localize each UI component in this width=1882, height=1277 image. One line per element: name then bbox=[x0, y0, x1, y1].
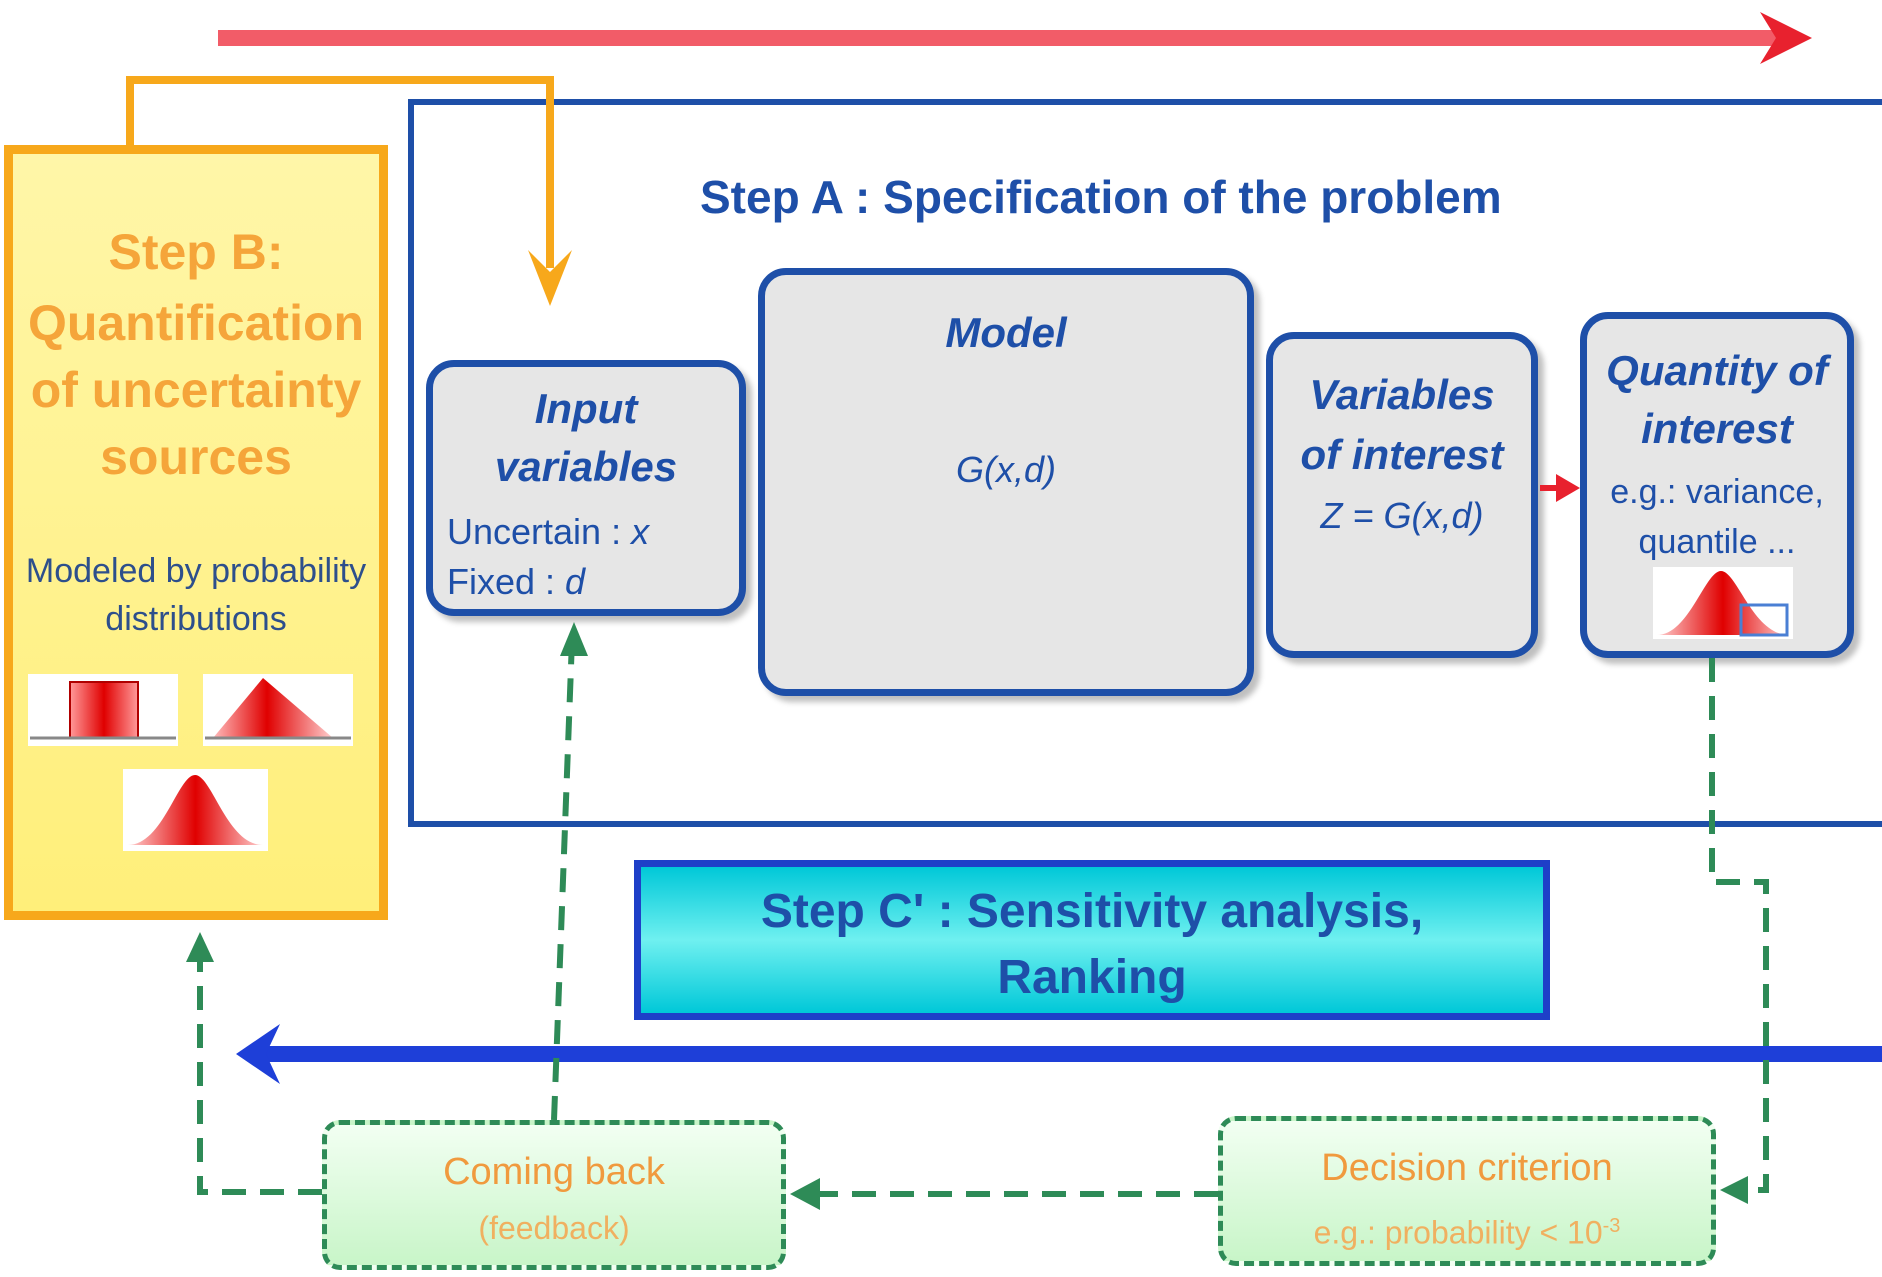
variables-of-interest-formula: Z = G(x,d) bbox=[1320, 495, 1484, 536]
step-b-panel: Step B: Quantification of uncertainty so… bbox=[4, 145, 388, 920]
variables-to-quantity-arrow bbox=[1540, 474, 1580, 502]
fixed-variable-row: Fixed : d bbox=[447, 557, 585, 607]
step-c-title-line-1: Step C' : Sensitivity analysis, bbox=[760, 885, 1424, 938]
backward-flow-arrow bbox=[236, 1024, 1882, 1084]
step-b-title-line-1: Step B: bbox=[108, 224, 284, 280]
uncertain-label: Uncertain : bbox=[447, 511, 632, 552]
coming-back-subtitle: (feedback) bbox=[478, 1210, 630, 1246]
input-variables-title-line-2: variables bbox=[494, 443, 678, 490]
quantity-of-interest-title-line-2: interest bbox=[1641, 405, 1793, 452]
variables-of-interest-title-line-1: Variables bbox=[1309, 371, 1495, 418]
fixed-variable: d bbox=[565, 561, 586, 602]
fixed-label: Fixed : bbox=[447, 561, 566, 602]
step-b-title-line-2: Quantification bbox=[27, 295, 365, 351]
triangular-distribution-icon bbox=[203, 674, 353, 746]
decision-criterion-box: Decision criterion e.g.: probability < 1… bbox=[1218, 1116, 1716, 1266]
model-formula: G(x,d) bbox=[955, 449, 1056, 490]
step-b-title-line-4: sources bbox=[100, 429, 292, 485]
decision-criterion-subtitle: e.g.: probability < 10-3 bbox=[1223, 1203, 1711, 1256]
step-a-title: Step A : Specification of the problem bbox=[700, 171, 1502, 223]
quantity-of-interest-text-line-2: quantile ... bbox=[1638, 523, 1796, 561]
uniform-distribution-icon bbox=[28, 674, 178, 746]
step-b-subtitle-line-1: Modeled by probability bbox=[25, 552, 367, 590]
step-b-subtitle-line-2: distributions bbox=[105, 600, 287, 638]
uncertain-variable-row: Uncertain : x bbox=[447, 507, 649, 557]
decision-criterion-title: Decision criterion bbox=[1321, 1147, 1613, 1189]
variables-of-interest-box: Variables of interest Z = G(x,d) bbox=[1266, 332, 1538, 658]
output-distribution-icon bbox=[1653, 567, 1793, 639]
normal-distribution-icon bbox=[123, 769, 268, 851]
coming-back-box: Coming back (feedback) bbox=[322, 1120, 786, 1270]
feedback-paths bbox=[197, 639, 1769, 1197]
decision-criterion-text: e.g.: probability < 10 bbox=[1313, 1214, 1603, 1251]
feedback-arrowheads bbox=[186, 622, 1748, 1210]
variables-of-interest-title-line-2: of interest bbox=[1300, 431, 1504, 478]
step-c-title-line-2: Ranking bbox=[997, 951, 1187, 1004]
decision-criterion-exponent: -3 bbox=[1602, 1215, 1621, 1237]
quantity-of-interest-text-line-1: e.g.: variance, bbox=[1610, 473, 1824, 511]
quantity-of-interest-box: Quantity of interest e.g.: variance, qua… bbox=[1580, 312, 1854, 658]
input-variables-box: Input variables Uncertain : x Fixed : d bbox=[426, 360, 746, 616]
quantity-of-interest-title-line-1: Quantity of bbox=[1606, 347, 1828, 394]
model-box: Model G(x,d) bbox=[758, 268, 1254, 696]
model-title: Model bbox=[945, 309, 1067, 356]
uncertain-variable: x bbox=[631, 511, 650, 552]
coming-back-title: Coming back bbox=[443, 1151, 665, 1193]
step-b-title-line-3: of uncertainty bbox=[30, 362, 362, 418]
step-b-to-input-arrow bbox=[126, 76, 572, 306]
forward-flow-arrow bbox=[218, 12, 1812, 64]
step-c-panel: Step C' : Sensitivity analysis, Ranking bbox=[634, 860, 1550, 1020]
input-variables-title-line-1: Input bbox=[534, 385, 638, 432]
